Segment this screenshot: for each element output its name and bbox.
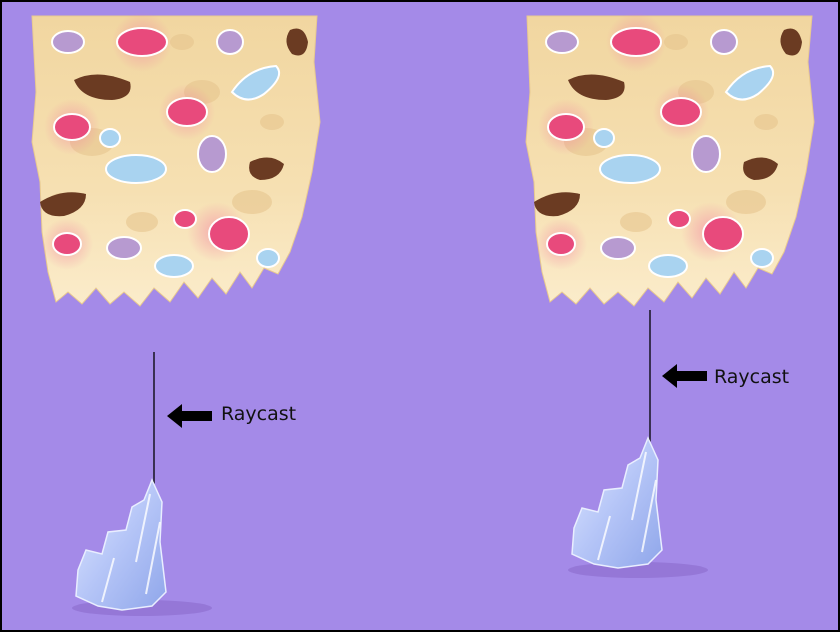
gem-purple	[692, 136, 720, 172]
gem-pink	[117, 28, 167, 56]
gem-purple	[601, 237, 635, 259]
gem-pink	[53, 233, 81, 255]
gem-blue	[100, 129, 120, 147]
raycast-label: Raycast	[714, 368, 789, 387]
rock-ceiling	[526, 12, 814, 306]
raycast-label: Raycast	[221, 405, 296, 424]
gem-purple	[217, 30, 243, 54]
gem-blue	[649, 255, 687, 277]
gem-purple	[198, 136, 226, 172]
gem-blue	[106, 155, 166, 183]
gem-blue	[155, 255, 193, 277]
gem-pink	[661, 98, 701, 126]
gem-blue	[257, 249, 279, 267]
gem-pink	[209, 217, 249, 251]
gem-purple	[52, 31, 84, 53]
gem-pink	[547, 233, 575, 255]
gem-blue	[594, 129, 614, 147]
gem-pink	[611, 28, 661, 56]
gem-purple	[107, 237, 141, 259]
gem-pink	[548, 114, 584, 140]
rock-ceiling	[32, 12, 320, 306]
gem-pink	[668, 210, 690, 228]
gem-pink	[174, 210, 196, 228]
gem-purple	[546, 31, 578, 53]
gem-blue	[600, 155, 660, 183]
gem-pink	[167, 98, 207, 126]
gem-pink	[54, 114, 90, 140]
gem-pink	[703, 217, 743, 251]
gem-blue	[751, 249, 773, 267]
gem-purple	[711, 30, 737, 54]
